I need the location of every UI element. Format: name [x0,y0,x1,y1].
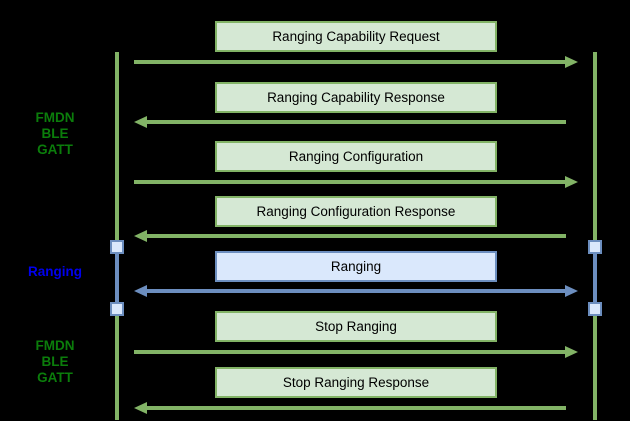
phase-label-line: GATT [37,370,73,385]
lifeline-left-ranging-segment [115,247,119,309]
phase-label-line: FMDN [35,110,75,125]
message-arrow [134,346,578,358]
message-arrow [134,402,566,414]
phase-label-line: GATT [37,142,73,157]
phase-label-fmdn-ble-gatt-bottom: FMDN BLE GATT [7,338,103,386]
lifeline-left [115,52,119,420]
message-box: Ranging Configuration [215,141,497,172]
arrow-head-right-icon [565,346,578,358]
arrow-head-right-icon [565,176,578,188]
phase-label-line: Ranging [28,264,82,279]
message-box: Ranging Configuration Response [215,196,497,227]
segment-endpoint-square-icon [110,240,124,254]
lifeline-right [593,52,597,420]
segment-endpoint-square-icon [588,240,602,254]
message-arrow [134,230,566,242]
segment-endpoint-square-icon [110,302,124,316]
arrow-head-right-icon [565,56,578,68]
message-arrow [134,116,566,128]
lifeline-right-ranging-segment [593,247,597,309]
message-box: Stop Ranging [215,311,497,342]
segment-endpoint-square-icon [588,302,602,316]
arrow-line [145,120,566,124]
arrow-line [134,180,567,184]
message-arrow [134,176,578,188]
arrow-head-left-icon [134,402,147,414]
arrow-line [134,350,567,354]
phase-label-line: FMDN [35,338,75,353]
arrow-head-left-icon [134,230,147,242]
phase-label-ranging: Ranging [7,264,103,280]
phase-label-line: BLE [41,354,69,369]
message-arrow [134,56,578,68]
arrow-line [145,289,567,293]
arrow-line [134,60,567,64]
message-box: Ranging Capability Request [215,21,497,52]
arrow-line [145,406,566,410]
phase-label-line: BLE [41,126,69,141]
arrow-head-left-icon [134,285,147,297]
message-box: Ranging Capability Response [215,82,497,113]
arrow-head-right-icon [565,285,578,297]
arrow-head-left-icon [134,116,147,128]
phase-label-fmdn-ble-gatt-top: FMDN BLE GATT [7,110,103,158]
message-box: Stop Ranging Response [215,367,497,398]
message-arrow [134,285,578,297]
message-box: Ranging [215,251,497,282]
arrow-line [145,234,566,238]
